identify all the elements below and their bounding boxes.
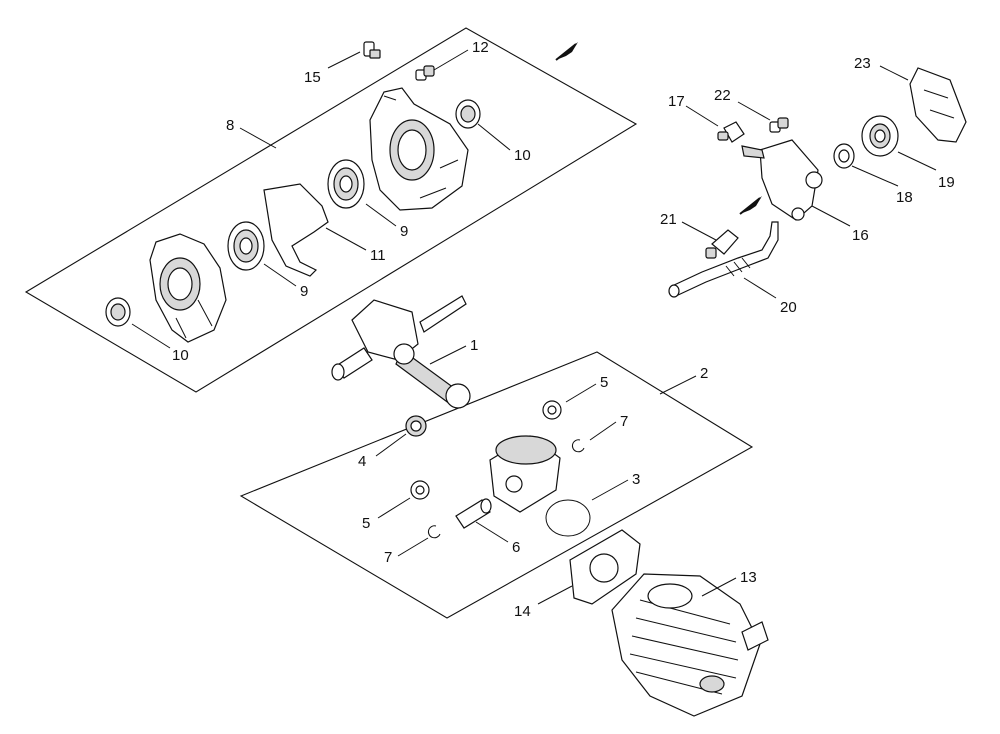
oil-seal-part: [455, 99, 481, 129]
screw-part: [415, 65, 435, 81]
thrust-washer-part: [410, 480, 430, 500]
callout-18: 18: [896, 189, 913, 206]
callout-9: 9: [400, 223, 408, 240]
callout-21: 21: [660, 211, 677, 228]
cylinder-gasket-part: [569, 529, 641, 605]
cylinder-part: [611, 573, 769, 717]
callout-4: 4: [358, 453, 366, 470]
crankcase-group-frame: [24, 27, 638, 393]
oil-seal-part: [105, 297, 131, 327]
spool-part: [861, 115, 899, 157]
screw-part: [769, 117, 789, 133]
crankcase-gasket-part: [263, 183, 329, 277]
arrow-icon: [739, 196, 762, 215]
piston-part: [489, 435, 561, 513]
oil-pump-part: [741, 139, 823, 221]
callout-22: 22: [714, 87, 731, 104]
callout-19: 19: [938, 174, 955, 191]
crankshaft-part: [331, 295, 471, 409]
callout-7: 7: [620, 413, 628, 430]
arrow-icon: [555, 42, 578, 61]
callout-8: 8: [226, 117, 234, 134]
bearing-part: [327, 159, 365, 209]
callout-17: 17: [668, 93, 685, 110]
callout-9: 9: [300, 283, 308, 300]
callout-3: 3: [632, 471, 640, 488]
callout-1: 1: [470, 337, 478, 354]
crankcase-left-half-part: [149, 233, 227, 343]
callout-16: 16: [852, 227, 869, 244]
callout-7: 7: [384, 549, 392, 566]
thrust-washer-part: [542, 400, 562, 420]
callout-5: 5: [362, 515, 370, 532]
callout-10: 10: [172, 347, 189, 364]
callout-6: 6: [512, 539, 520, 556]
piston-group-frame: [239, 351, 754, 619]
callout-20: 20: [780, 299, 797, 316]
callout-2: 2: [700, 365, 708, 382]
worm-gear-part: [717, 121, 745, 143]
leader-lines: [131, 49, 937, 605]
circlip-part: [571, 439, 585, 453]
callout-13: 13: [740, 569, 757, 586]
piston-ring-part: [545, 499, 591, 537]
circlip-part: [427, 525, 441, 539]
callout-14: 14: [514, 603, 531, 620]
callout-11: 11: [370, 247, 386, 264]
oil-hose-part: [668, 221, 779, 298]
callout-23: 23: [854, 55, 871, 72]
callout-15: 15: [304, 69, 321, 86]
callout-10: 10: [514, 147, 531, 164]
cover-plate-part: [909, 67, 967, 143]
crankcase-right-half-part: [369, 87, 469, 211]
oil-valve-part: [705, 229, 739, 259]
screw-part: [363, 41, 381, 59]
callout-12: 12: [472, 39, 489, 56]
washer-part: [833, 143, 855, 169]
bearing-part: [227, 221, 265, 271]
callout-5: 5: [600, 374, 608, 391]
piston-pin-part: [455, 498, 492, 529]
needle-bearing-part: [405, 415, 427, 437]
